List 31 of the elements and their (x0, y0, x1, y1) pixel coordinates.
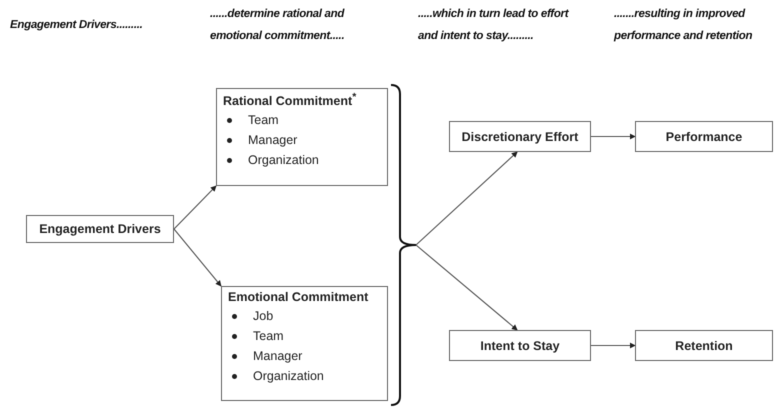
arrow (591, 134, 636, 140)
list-item: Team (253, 328, 284, 345)
list-item: Manager (253, 348, 302, 365)
list-item: Organization (248, 152, 319, 170)
column-heading: Engagement Drivers......... (10, 18, 144, 33)
arrow (416, 152, 518, 246)
box-label: Intent to Stay (480, 338, 560, 352)
list-item: Manager (248, 132, 298, 150)
column-heading: ......determine rational and emotional commitment..... (210, 7, 346, 44)
process-box (216, 88, 388, 186)
arrow (174, 185, 217, 230)
box-label: Retention (675, 338, 733, 352)
box-heading: Emotional Commitment (228, 290, 370, 304)
process-box (26, 215, 174, 243)
box-label: Discretionary Effort (462, 130, 578, 144)
box-label: Engagement Drivers (39, 222, 161, 236)
column-heading: .....which in turn lead to effort and intent to stay......... (418, 7, 570, 44)
list-item: Organization (253, 368, 324, 385)
process-box (449, 330, 591, 361)
process-box (449, 121, 591, 152)
column-heading: .......resulting in improved performance and retention (614, 7, 754, 44)
list-item: Team (248, 112, 279, 130)
process-box (635, 121, 773, 152)
arrow (174, 228, 222, 287)
box-label: Performance (666, 130, 742, 144)
arrow (591, 342, 636, 348)
process-box (635, 330, 773, 361)
process-box (221, 286, 388, 401)
arrow (416, 244, 518, 330)
box-heading: Rational Commitment$^{*}$ (223, 92, 358, 108)
list-item: Job (253, 308, 274, 325)
